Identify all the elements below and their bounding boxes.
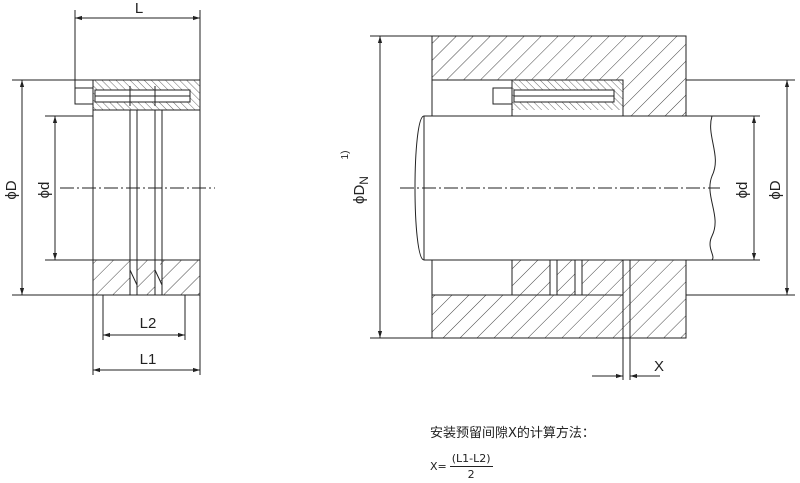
right-view: [370, 35, 795, 380]
dim-label-X: X: [654, 358, 664, 375]
formula-lhs: X=: [430, 460, 447, 473]
dim-label-d-left: ϕd: [36, 182, 53, 199]
dim-label-DN-sub: N: [357, 176, 371, 185]
dim-label-L2: L2: [140, 315, 157, 332]
dim-label-D-right: ϕD: [767, 180, 784, 199]
left-view: [12, 10, 215, 375]
dim-label-DN: ϕDN: [351, 176, 371, 204]
dim-label-L: L: [135, 0, 143, 17]
gap-formula: X= (L1-L2) 2: [430, 452, 493, 481]
dim-label-DN-main: ϕD: [351, 185, 368, 204]
dim-label-D-left: ϕD: [3, 180, 20, 199]
dim-label-d-right: ϕd: [734, 182, 751, 199]
formula-numerator: (L1-L2): [449, 452, 493, 467]
dim-label-DN-note: 1): [340, 151, 351, 160]
gap-calculation-title: 安装预留间隙X的计算方法：: [430, 426, 595, 441]
formula-fraction: (L1-L2) 2: [449, 452, 493, 481]
formula-denominator: 2: [467, 468, 475, 481]
dim-label-L1: L1: [140, 351, 157, 368]
